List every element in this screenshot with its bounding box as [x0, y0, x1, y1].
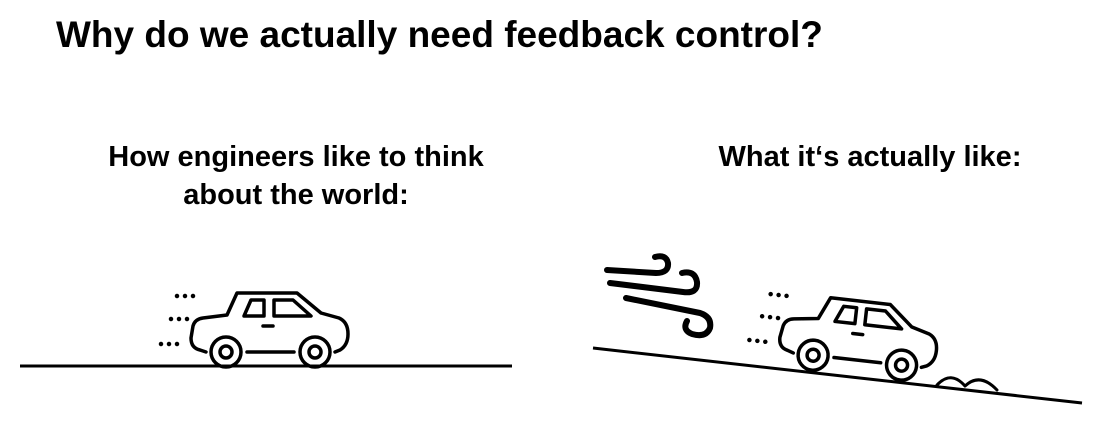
- left-caption-line-2: about the world:: [183, 179, 409, 211]
- wind-icon: [604, 253, 714, 339]
- left-car-icon: [161, 293, 348, 367]
- left-caption: How engineers like to think about the wo…: [66, 138, 526, 214]
- slide-title: Why do we actually need feedback control…: [56, 14, 823, 55]
- right-caption: What it‘s actually like:: [680, 138, 1060, 176]
- right-caption-line-1: What it‘s actually like:: [718, 141, 1022, 173]
- sloped-ground-line: [592, 346, 1083, 405]
- road-bump-icon: [935, 376, 999, 392]
- left-caption-line-1: How engineers like to think: [108, 141, 484, 173]
